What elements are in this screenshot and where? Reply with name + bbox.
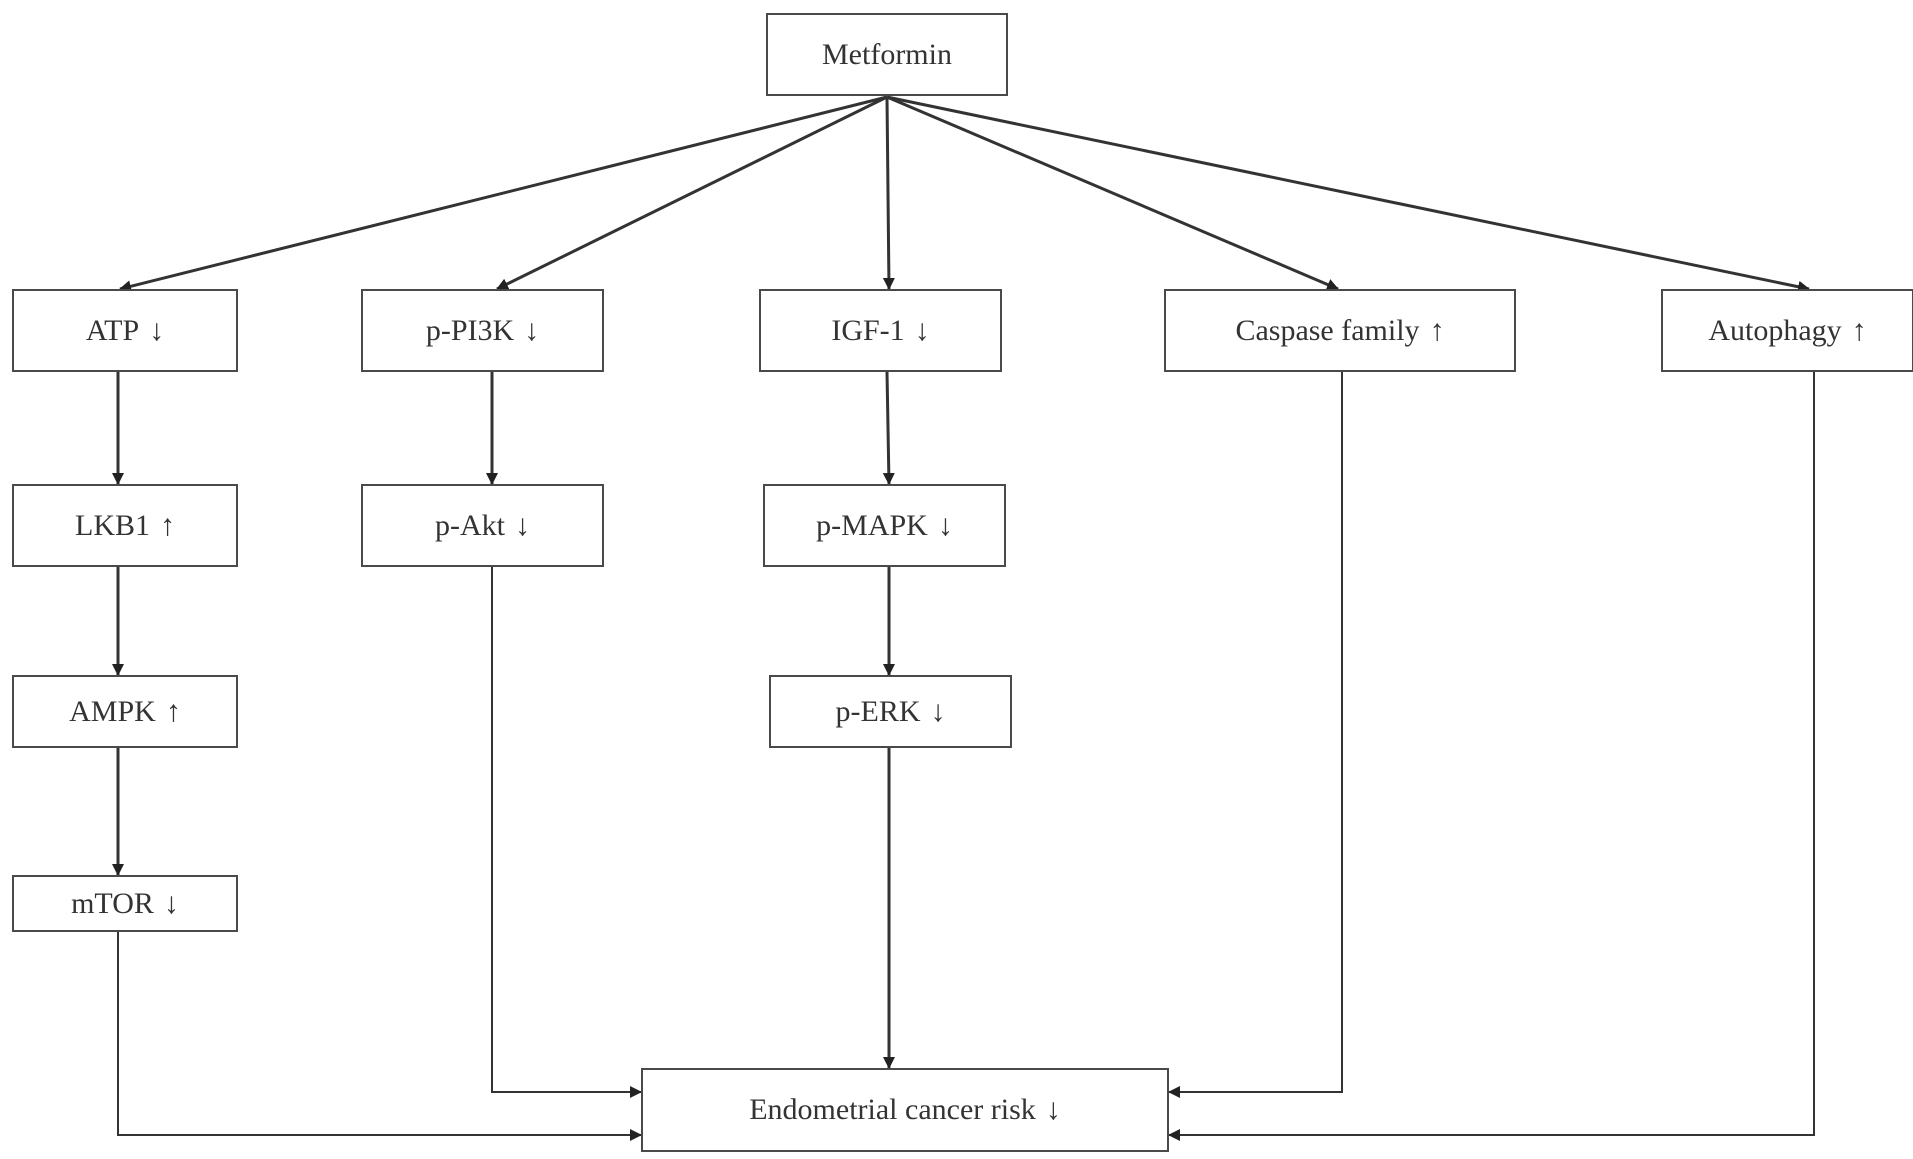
node-metformin-label: Metformin xyxy=(822,37,952,71)
decrease-arrow-icon: ↓ xyxy=(515,508,530,542)
edge-mtor-to-endometrial xyxy=(117,932,642,1141)
edge-metformin-to-caspase xyxy=(886,95,1339,291)
node-mtor-label: mTOR xyxy=(71,886,154,920)
node-p-akt-label: p-Akt xyxy=(435,508,505,542)
increase-arrow-icon: ↑ xyxy=(160,508,175,542)
decrease-arrow-icon: ↓ xyxy=(1045,1093,1061,1126)
node-p-pi3k-label: p-PI3K xyxy=(425,313,515,347)
node-p-mapk: p-MAPK ↓ xyxy=(763,484,1006,567)
edge-metformin-to-autophagy xyxy=(886,95,1810,293)
edge-igf1-to-pmapk xyxy=(882,371,895,485)
decrease-arrow-icon: ↓ xyxy=(163,886,179,920)
increase-arrow-icon: ↑ xyxy=(165,694,181,728)
node-p-pi3k: p-PI3K ↓ xyxy=(361,289,604,372)
node-endometrial-cancer-risk-label: Endometrial cancer risk xyxy=(749,1093,1036,1126)
decrease-arrow-icon: ↓ xyxy=(930,694,946,728)
node-mtor: mTOR ↓ xyxy=(12,875,238,932)
node-atp: ATP ↓ xyxy=(12,289,238,372)
edge-autophagy-to-endometrial xyxy=(1168,372,1815,1141)
node-igf-1-label: IGF-1 xyxy=(831,313,905,347)
increase-arrow-icon: ↑ xyxy=(1429,313,1445,347)
edge-metformin-to-ppi3k xyxy=(496,95,888,291)
edge-caspase-to-endometrial xyxy=(1168,372,1343,1098)
node-lkb1-label: LKB1 xyxy=(75,508,150,542)
edge-metformin-to-atp xyxy=(119,95,888,293)
node-p-mapk-label: p-MAPK xyxy=(816,508,928,542)
node-ampk-label: AMPK xyxy=(69,694,156,728)
node-caspase-family-label: Caspase family xyxy=(1235,313,1420,347)
node-metformin: Metformin xyxy=(766,13,1008,96)
node-autophagy: Autophagy ↑ xyxy=(1661,289,1913,372)
increase-arrow-icon: ↑ xyxy=(1851,313,1867,347)
node-autophagy-label: Autophagy xyxy=(1708,313,1842,347)
node-caspase-family: Caspase family ↑ xyxy=(1164,289,1516,372)
decrease-arrow-icon: ↓ xyxy=(149,313,165,347)
edge-pakt-to-endometrial xyxy=(491,567,642,1098)
edge-metformin-to-igf1 xyxy=(882,96,895,290)
node-igf-1: IGF-1 ↓ xyxy=(759,289,1002,372)
node-ampk: AMPK ↑ xyxy=(12,675,238,748)
node-lkb1: LKB1 ↑ xyxy=(12,484,238,567)
node-atp-label: ATP xyxy=(85,313,140,347)
decrease-arrow-icon: ↓ xyxy=(937,508,953,542)
node-p-erk: p-ERK ↓ xyxy=(769,675,1012,748)
node-endometrial-cancer-risk: Endometrial cancer risk ↓ xyxy=(641,1068,1169,1152)
decrease-arrow-icon: ↓ xyxy=(524,313,540,347)
node-p-erk-label: p-ERK xyxy=(835,694,921,728)
decrease-arrow-icon: ↓ xyxy=(914,313,930,347)
node-p-akt: p-Akt ↓ xyxy=(361,484,604,567)
